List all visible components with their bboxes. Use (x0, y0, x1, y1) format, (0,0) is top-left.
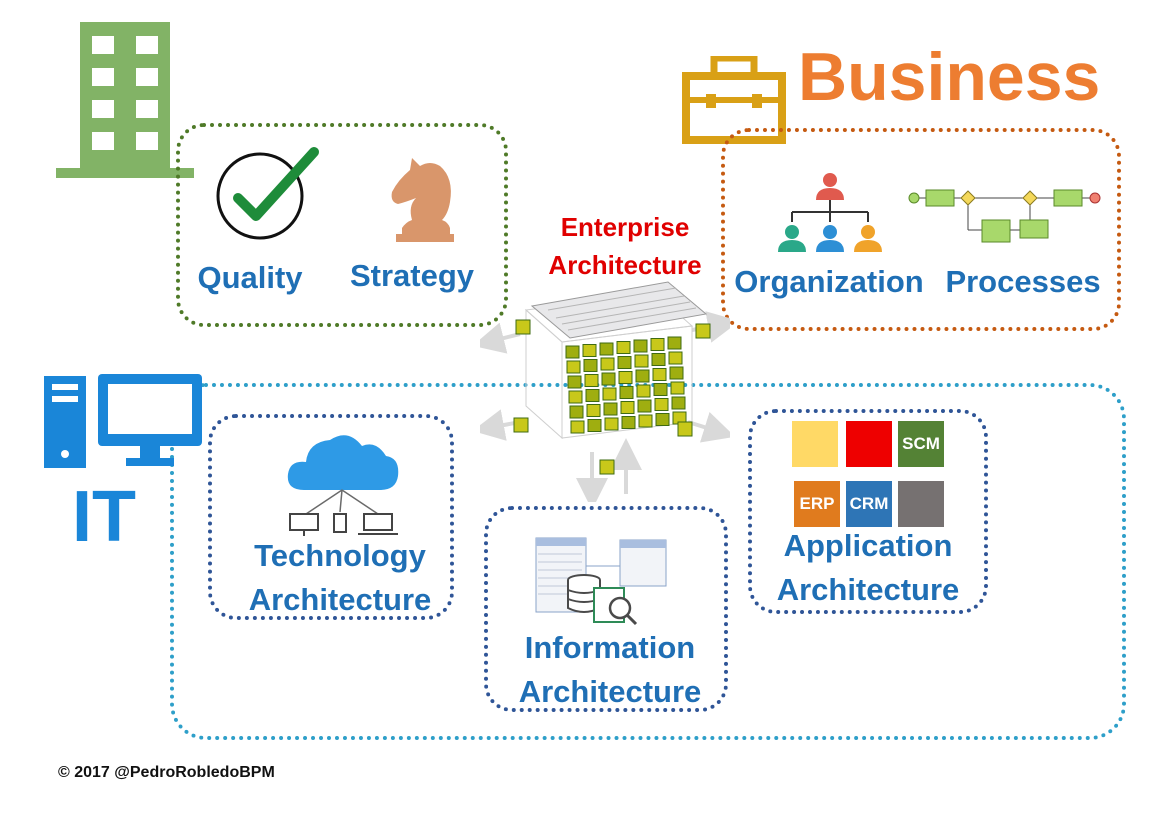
quality-label: Quality (197, 260, 303, 295)
process-diagram-icon (906, 180, 1102, 250)
information-label-line1: Information (524, 630, 696, 665)
app-tile-1 (792, 421, 838, 467)
enterprise-architecture-label-line2: Architecture (548, 250, 702, 280)
strategy-label: Strategy (349, 258, 475, 293)
building-icon (56, 22, 194, 178)
it-title: IT (72, 477, 136, 557)
app-tile-6 (898, 481, 944, 527)
copyright-footer: © 2017 @PedroRobledoBPM (58, 764, 275, 781)
database-tables-icon (532, 536, 670, 626)
technology-label-line2: Architecture (248, 582, 432, 617)
application-label-line2: Architecture (776, 572, 960, 607)
cloud-devices-icon (282, 424, 402, 538)
organization-label: Organization (734, 264, 924, 299)
application-architecture-group (748, 409, 988, 614)
enterprise-architecture-label-line1: Enterprise (560, 212, 690, 242)
app-tile-scm: SCM (898, 421, 944, 467)
computer-icon (44, 374, 204, 470)
processes-label: Processes (945, 264, 1101, 299)
technology-label-line1: Technology (254, 538, 426, 573)
business-title: Business (798, 39, 1101, 115)
app-tile-erp: ERP (794, 481, 840, 527)
app-tile-2 (846, 421, 892, 467)
organization-processes-group (721, 128, 1121, 331)
application-label-line1: Application (783, 528, 953, 563)
information-label-line2: Architecture (518, 674, 702, 709)
quality-strategy-group (176, 123, 508, 327)
enterprise-architecture-cube (472, 272, 740, 510)
technology-architecture-group (208, 414, 454, 620)
chess-knight-icon (386, 142, 460, 244)
app-tile-crm: CRM (846, 481, 892, 527)
org-chart-icon (774, 170, 886, 256)
checkmark-icon (216, 146, 320, 242)
